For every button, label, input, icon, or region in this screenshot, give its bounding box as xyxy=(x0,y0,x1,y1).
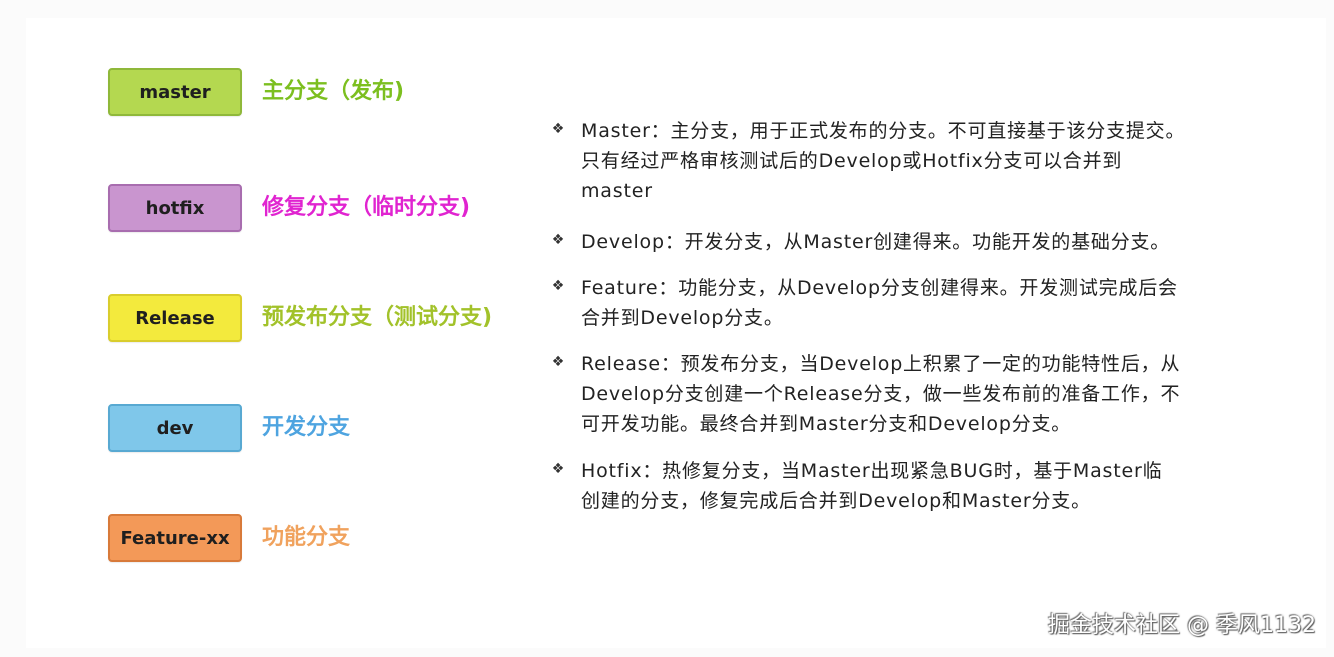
desc-line: Feature：功能分支，从Develop分支创建得来。开发测试完成后会 xyxy=(581,277,1178,299)
branch-desc-feature: 功能分支 xyxy=(262,525,351,550)
branch-box-dev: dev xyxy=(108,404,242,452)
legend-row-hotfix: hotfix 修复分支（临时分支) xyxy=(108,184,528,236)
diamond-bullet-icon: ❖ xyxy=(551,278,565,294)
legend-row-master: master 主分支（发布) xyxy=(108,68,528,120)
diamond-bullet-icon: ❖ xyxy=(551,232,565,248)
desc-text: Hotfix：热修复分支，当Master出现紧急BUG时，基于Master临 创… xyxy=(581,456,1231,516)
desc-line: Hotfix：热修复分支，当Master出现紧急BUG时，基于Master临 xyxy=(581,460,1163,482)
desc-line: Master：主分支，用于正式发布的分支。不可直接基于该分支提交。 xyxy=(581,120,1186,142)
branch-desc-release: 预发布分支（测试分支) xyxy=(262,305,493,330)
diamond-bullet-icon: ❖ xyxy=(551,121,565,137)
legend-row-feature: Feature-xx 功能分支 xyxy=(108,514,528,566)
branch-box-release: Release xyxy=(108,294,242,342)
desc-line: 合并到Develop分支。 xyxy=(581,307,784,329)
branch-box-hotfix: hotfix xyxy=(108,184,242,232)
legend-row-release: Release 预发布分支（测试分支) xyxy=(108,294,528,346)
branch-box-master: master xyxy=(108,68,242,116)
desc-text: Develop：开发分支，从Master创建得来。功能开发的基础分支。 xyxy=(581,227,1231,257)
desc-text: Release：预发布分支，当Develop上积累了一定的功能特性后，从 Dev… xyxy=(581,349,1231,439)
desc-line: Release：预发布分支，当Develop上积累了一定的功能特性后，从 xyxy=(581,353,1181,375)
desc-line: 只有经过严格审核测试后的Develop或Hotfix分支可以合并到 xyxy=(581,150,1123,172)
diamond-bullet-icon: ❖ xyxy=(551,354,565,370)
desc-text: Master：主分支，用于正式发布的分支。不可直接基于该分支提交。 只有经过严格… xyxy=(581,116,1231,206)
desc-line: 可开发功能。最终合并到Master分支和Develop分支。 xyxy=(581,413,1072,435)
desc-line: 创建的分支，修复完成后合并到Develop和Master分支。 xyxy=(581,490,1091,512)
branch-desc-dev: 开发分支 xyxy=(262,415,351,440)
desc-line: master xyxy=(581,180,653,202)
branch-box-feature: Feature-xx xyxy=(108,514,242,562)
desc-line: Develop：开发分支，从Master创建得来。功能开发的基础分支。 xyxy=(581,231,1171,253)
branch-desc-master: 主分支（发布) xyxy=(262,79,405,104)
watermark: 掘金技术社区 @ 季风1132 xyxy=(1048,613,1316,638)
desc-line: Develop分支创建一个Release分支，做一些发布前的准备工作，不 xyxy=(581,383,1181,405)
legend-row-dev: dev 开发分支 xyxy=(108,404,528,456)
branch-desc-hotfix: 修复分支（临时分支) xyxy=(262,195,471,220)
diamond-bullet-icon: ❖ xyxy=(551,461,565,477)
desc-text: Feature：功能分支，从Develop分支创建得来。开发测试完成后会 合并到… xyxy=(581,273,1231,333)
slide xyxy=(26,18,1326,648)
